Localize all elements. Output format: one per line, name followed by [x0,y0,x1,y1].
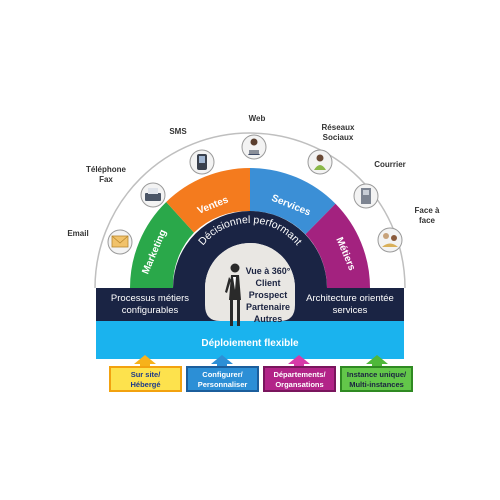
box-instance-line1: Instance unique/ [347,370,407,379]
box-instance: Instance unique/ Multi-instances [340,366,413,392]
center-line-5: Autres [254,314,283,324]
channel-label-web: Web [249,114,266,123]
box-instance-line2: Multi-instances [349,380,404,389]
box-departements: Départements/ Organsations [263,366,336,392]
center-line-3: Prospect [249,290,288,300]
deploiement-label: Déploiement flexible [201,338,299,349]
web-user-icon [241,134,267,160]
channel-label-courrier: Courrier [374,160,406,169]
box-sur-site-line2: Hébergé [130,380,160,389]
channel-label-reseaux: Réseaux [322,123,355,132]
up-arrow-4 [366,355,388,373]
social-user-icon [307,149,333,175]
box-sur-site-line1: Sur site/ [131,370,162,379]
box-sur-site: Sur site/ Hébergé [109,366,182,392]
channel-label-sms: SMS [169,127,187,136]
center-line-4: Partenaire [246,302,290,312]
deploiement-band [96,321,404,359]
band-left-line2: configurables [122,305,179,316]
segment-services [250,168,336,235]
box-departements-line1: Départements/ [273,370,326,379]
channel-label-telephone: Téléphone [86,165,127,174]
segment-marketing [129,202,194,288]
fax-icon [140,182,166,208]
decisionnel-ring [173,211,327,288]
box-configurer: Configurer/ Personnaliser [186,366,259,392]
mailbox-icon [353,183,379,209]
center-line-2: Client [255,278,280,288]
box-departements-line2: Organsations [275,380,323,389]
envelope-icon [107,229,133,255]
band-right-line2: services [333,305,368,316]
up-arrow-1 [134,355,156,373]
channel-label-face: Face à [415,206,440,215]
up-arrow-2 [211,355,233,373]
band-left-line1: Processus métiers [111,293,189,304]
box-configurer-line1: Configurer/ [202,370,243,379]
channel-label-sociaux: Sociaux [323,133,354,142]
segment-metiers [305,203,370,288]
segment-ventes [166,167,250,233]
business-person-icon [225,263,241,326]
channel-label-fax: Fax [99,175,113,184]
center-disk [205,243,295,321]
outer-arc [94,132,406,289]
meeting-icon [377,227,403,253]
up-arrow-3 [288,355,310,373]
band-right-line1: Architecture orientée [306,293,394,304]
channel-label-aface: face [419,216,436,225]
box-configurer-line2: Personnaliser [198,380,248,389]
center-line-1: Vue à 360° [246,266,291,276]
channel-label-email: Email [67,229,88,238]
phone-icon [189,149,215,175]
